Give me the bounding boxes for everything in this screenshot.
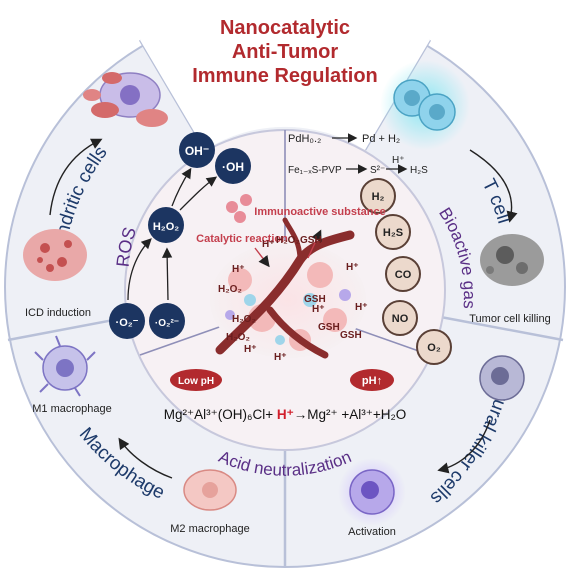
gas-node-co: CO [385,256,421,292]
t-cell-illustration [380,60,470,150]
page-title: Nanocatalytic Anti-Tumor Immune Regulati… [192,17,378,87]
reaction-fe-right: H₂S [410,165,428,176]
center-species-label: H⁺ [355,302,368,313]
ros-node-o2-minus: ·O₂⁻ [109,303,145,339]
catalytic-particles [226,194,252,223]
immunoactive-label: Immunoactive substance [254,206,385,218]
ros-arrows [127,167,218,301]
center-species-label: GSH [300,235,322,246]
center-species-label: H⁺ [262,239,275,250]
acid-equation: Mg²⁺Al³⁺(OH)₆Cl+ H⁺→Mg²⁺ +Al³⁺+H₂O [164,407,406,422]
center-species-label: H⁺ [346,262,359,273]
badge-low-ph-text: Low pH [178,376,214,387]
center-species-label: GSH [304,294,326,305]
ros-node-oh-minus: OH⁻ [179,132,215,168]
immunoactive-text: Immunoactive substance [254,206,385,218]
caption-activation: Activation [348,526,396,538]
icd-cells-illustration [23,229,87,281]
m2-macrophage-illustration [183,469,237,511]
gas-co-text: CO [395,269,412,281]
nk-cell-activated-illustration [338,458,406,526]
acid-eq-left: Mg²⁺Al³⁺(OH)₆Cl+ [164,407,277,422]
acid-eq-h: H⁺ [277,407,294,422]
center-species-label: H₂O₂ [232,314,256,325]
ros-o2-minus-text: ·O₂⁻ [116,317,139,329]
center-species-label: H⁺ [232,264,245,275]
macrophage-arrow [118,437,173,479]
badge-low-ph: Low pH [170,369,222,391]
gas-node-no: NO [382,300,418,336]
center-tumor-illustration [210,217,366,359]
gas-node-o2: O₂ [416,329,452,365]
reaction-pd-left: PdH₀.₂ [288,133,321,145]
reaction-pd: PdH₀.₂ Pd + H₂ [288,133,400,145]
gas-h2-text: H₂ [372,191,385,203]
gas-o2-text: O₂ [427,342,441,354]
m1-macrophage-illustration [34,335,96,397]
reaction-fe-mid: S²⁻ [370,165,385,176]
ros-h2o2-text: H₂O₂ [153,221,179,233]
title-line-2: Anti-Tumor [232,41,338,63]
ros-node-o2-2minus: ·O₂²⁻ [149,303,185,339]
title-line-1: Nanocatalytic [220,17,350,39]
center-species-label: H₂O₂ [226,332,250,343]
catalytic-reaction-text: Catalytic reaction [196,233,288,245]
caption-tumor-killing: Tumor cell killing [469,313,551,325]
gas-h2s-text: H₂S [383,227,403,239]
immunoactive-arrow [307,229,322,259]
ros-o2-2minus-text: ·O₂²⁻ [155,318,179,329]
ros-oh-radical-text: ·OH [222,160,244,174]
center-species-label: H⁺ [312,304,325,315]
nk-arrow [437,419,491,474]
acid-eq-right: →Mg²⁺ +Al³⁺+H₂O [294,407,407,422]
ros-oh-minus-text: OH⁻ [185,144,209,158]
reaction-pd-right: Pd + H₂ [362,133,400,145]
title-line-3: Immune Regulation [192,65,378,87]
badge-ph-up: pH↑ [350,369,394,391]
catalytic-reaction-label: Catalytic reaction [196,233,288,245]
tumor-cell-illustration [480,234,544,286]
center-species-label: GSH [340,330,362,341]
gas-node-h2s: H₂S [375,214,411,250]
badge-ph-up-text: pH↑ [362,375,382,387]
caption-icd: ICD induction [25,307,91,319]
center-species-label: H⁺ [244,344,257,355]
reaction-fe-over: H⁺ [392,155,405,166]
tcell-arrow [469,149,518,223]
reaction-fe-left: Fe₁₋ₓS-PVP [288,165,342,176]
caption-m2: M2 macrophage [170,523,250,535]
dc-arrow [49,138,103,216]
nk-cell-top-illustration [479,355,525,401]
dendritic-cell-illustration [83,72,168,127]
ros-node-h2o2: H₂O₂ [148,207,184,243]
caption-m1: M1 macrophage [32,403,112,415]
ros-node-oh-radical: ·OH [215,148,251,184]
reaction-fes: Fe₁₋ₓS-PVP S²⁻ H⁺ H₂S [288,155,428,176]
center-species-label: H₂O₂ [276,235,300,246]
center-species-label: H₂O₂ [218,284,242,295]
catalytic-arrow [254,247,270,268]
gas-no-text: NO [392,313,409,325]
center-species-label: H⁺ [274,352,287,363]
gas-node-h2: H₂ [360,178,396,214]
center-species-label: GSH [318,322,340,333]
title-band [140,0,430,150]
